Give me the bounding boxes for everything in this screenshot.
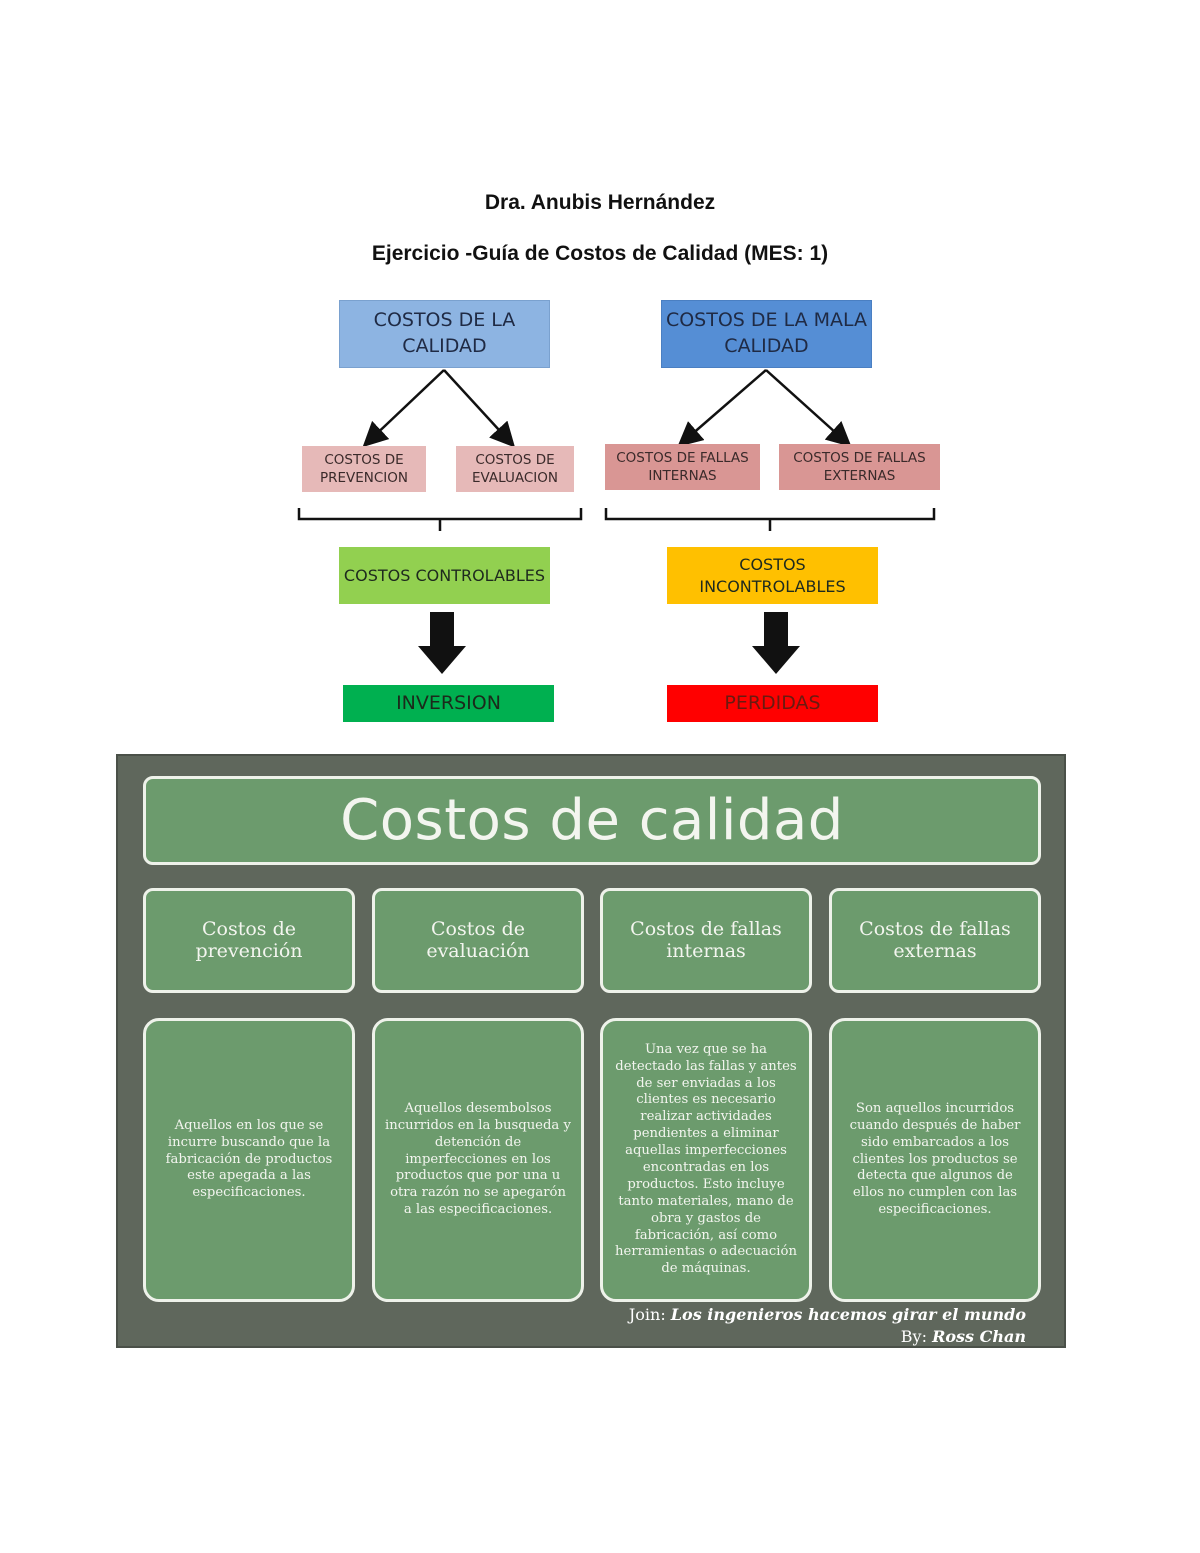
box-inversion: INVERSION xyxy=(343,685,554,722)
down-arrow-left xyxy=(418,612,466,674)
box-costos-incontrolables: COSTOS INCONTROLABLES xyxy=(667,547,878,604)
board-credit: Join: Los ingenieros hacemos girar el mu… xyxy=(629,1304,1026,1348)
document-subtitle: Ejercicio -Guía de Costos de Calidad (ME… xyxy=(371,242,829,265)
credit-join-prefix: Join: xyxy=(628,1305,666,1324)
bracket-right xyxy=(604,508,936,531)
description-evaluacion: Aquellos desembolsos incurridos en la bu… xyxy=(372,1018,584,1302)
credit-by-name: Ross Chan xyxy=(932,1327,1026,1346)
bracket-left xyxy=(297,508,583,531)
category-prevencion: Costos de prevención xyxy=(143,888,355,993)
description-prevencion: Aquellos en los que se incurre buscando … xyxy=(143,1018,355,1302)
box-costos-de-la-calidad: COSTOS DE LA CALIDAD xyxy=(339,300,550,368)
document-author: Dra. Anubis Hernández xyxy=(484,191,716,214)
costos-de-calidad-board: Costos de calidad Costos de prevención C… xyxy=(116,754,1066,1348)
box-costos-mala-calidad: COSTOS DE LA MALA CALIDAD xyxy=(661,300,872,368)
arrow-calidad-evaluacion xyxy=(443,369,516,448)
category-fallas-externas: Costos de fallas externas xyxy=(829,888,1041,993)
description-fallas-externas: Son aquellos incurridos cuando después d… xyxy=(829,1018,1041,1302)
credit-by-prefix: By: xyxy=(900,1327,927,1346)
box-costos-controlables: COSTOS CONTROLABLES xyxy=(339,547,550,604)
description-fallas-internas: Una vez que se ha detectado las fallas y… xyxy=(600,1018,812,1302)
box-costos-fallas-internas: COSTOS DE FALLAS INTERNAS xyxy=(605,444,760,490)
diagram-connectors xyxy=(297,369,936,674)
box-costos-fallas-externas: COSTOS DE FALLAS EXTERNAS xyxy=(779,444,940,490)
category-fallas-internas: Costos de fallas internas xyxy=(600,888,812,993)
credit-join-name: Los ingenieros hacemos girar el mundo xyxy=(670,1305,1026,1324)
box-costos-prevencion: COSTOS DE PREVENCION xyxy=(302,446,426,492)
arrow-calidad-prevencion xyxy=(362,369,445,448)
down-arrow-right xyxy=(752,612,800,674)
board-title: Costos de calidad xyxy=(143,776,1041,865)
box-costos-evaluacion: COSTOS DE EVALUACION xyxy=(456,446,574,492)
box-perdidas: PERDIDAS xyxy=(667,685,878,722)
category-evaluacion: Costos de evaluación xyxy=(372,888,584,993)
arrow-mala-internas xyxy=(677,369,767,447)
arrow-mala-externas xyxy=(765,369,852,448)
